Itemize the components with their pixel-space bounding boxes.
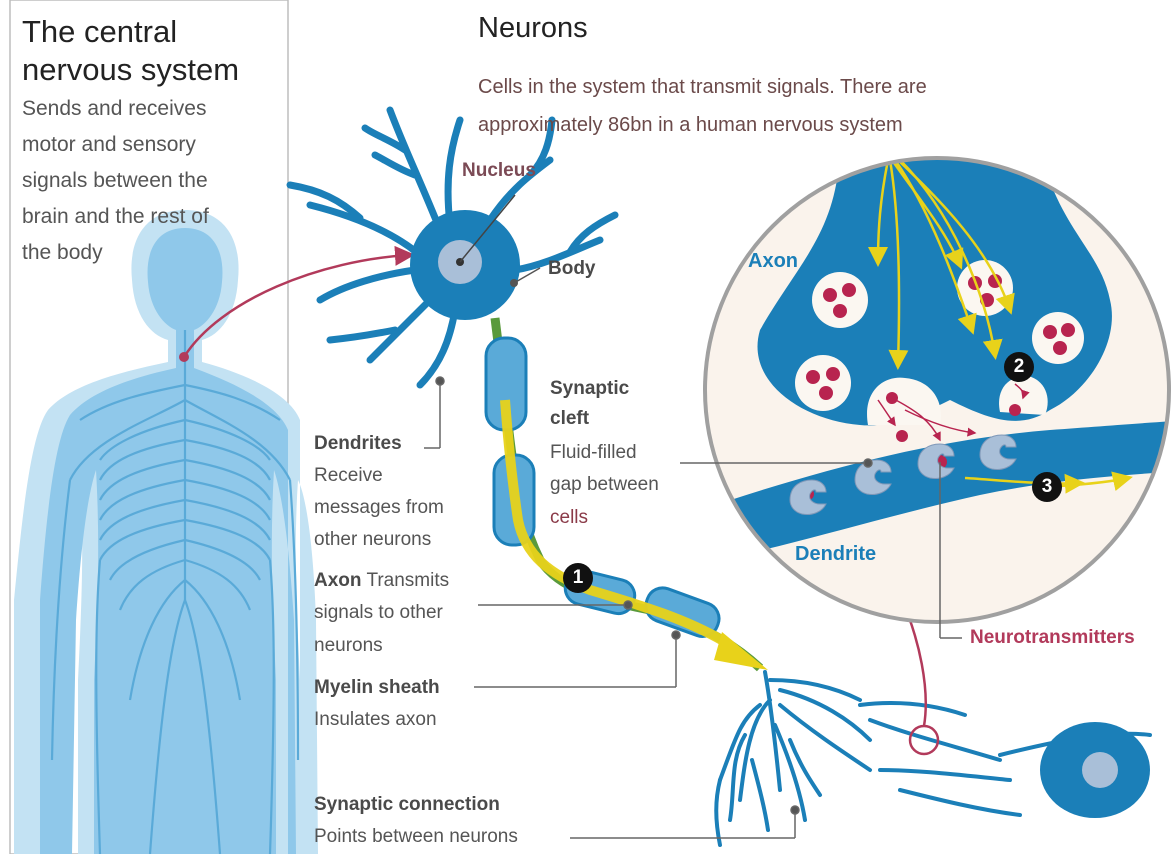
step-badge-3: 3 bbox=[1032, 472, 1062, 502]
label-axon-line1: Axon Transmits bbox=[314, 570, 449, 592]
zoom-label-axon: Axon bbox=[748, 250, 798, 273]
label-axon-desc-2: signals to other bbox=[314, 598, 443, 628]
cns-title-line2: nervous system bbox=[22, 52, 239, 88]
label-dendrites-desc-2: messages from bbox=[314, 493, 444, 523]
label-cleft-desc-1: Fluid-filled bbox=[550, 438, 637, 468]
label-dendrites-desc-3: other neurons bbox=[314, 525, 431, 555]
label-nucleus: Nucleus bbox=[462, 160, 536, 182]
neurons-intro-line1: Cells in the system that transmit signal… bbox=[478, 72, 927, 102]
synapse-zoom bbox=[700, 140, 1172, 622]
label-body: Body bbox=[548, 258, 596, 280]
label-synaptic-connection-desc: Points between neurons bbox=[314, 822, 518, 852]
step-badge-1: 1 bbox=[563, 563, 593, 593]
cns-desc-line3: signals between the bbox=[22, 166, 208, 195]
label-myelin-desc: Insulates axon bbox=[314, 705, 437, 735]
label-synaptic-connection: Synaptic connection bbox=[314, 794, 500, 816]
label-cleft-desc-3: cells bbox=[550, 507, 588, 529]
axon-terminals bbox=[716, 672, 870, 845]
label-cleft-desc-2: gap between bbox=[550, 470, 659, 500]
cns-desc-line2: motor and sensory bbox=[22, 130, 196, 159]
label-synaptic-cleft-1: Synaptic bbox=[550, 378, 629, 400]
label-dendrites-desc-1: Receive bbox=[314, 461, 383, 491]
cns-title-line1: The central bbox=[22, 14, 177, 50]
cns-desc-line1: Sends and receives bbox=[22, 94, 206, 123]
zoom-label-dendrite: Dendrite bbox=[795, 543, 876, 566]
label-synaptic-cleft-2: cleft bbox=[550, 408, 589, 430]
label-axon-desc-1: Transmits bbox=[366, 570, 449, 591]
signal-arrowhead bbox=[714, 632, 768, 670]
label-axon: Axon bbox=[314, 570, 362, 591]
label-myelin: Myelin sheath bbox=[314, 677, 440, 699]
cns-desc-line4: brain and the rest of bbox=[22, 202, 209, 231]
neurons-title: Neurons bbox=[478, 12, 588, 45]
label-neurotransmitters: Neurotransmitters bbox=[970, 627, 1135, 649]
label-axon-desc-3: neurons bbox=[314, 631, 383, 661]
label-dendrites: Dendrites bbox=[314, 433, 402, 455]
step-badge-2: 2 bbox=[1004, 352, 1034, 382]
neurons-intro-line2: approximately 86bn in a human nervous sy… bbox=[478, 110, 903, 140]
cns-desc-line5: the body bbox=[22, 238, 103, 267]
